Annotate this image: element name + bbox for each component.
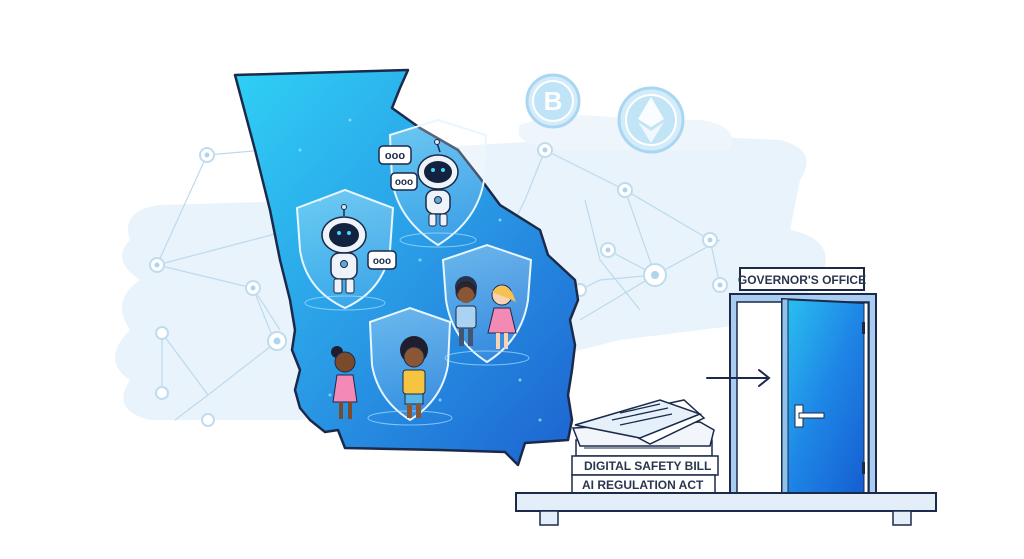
chat-bubble: ooo <box>367 250 397 270</box>
office-door[interactable] <box>729 293 877 495</box>
svg-text:ooo: ooo <box>395 177 413 188</box>
network-nodes <box>149 142 728 427</box>
book-ai-regulation-act: AI REGULATION ACT <box>571 474 716 495</box>
table <box>515 492 937 526</box>
svg-text:DIGITAL SAFETY BILL: DIGITAL SAFETY BILL <box>584 459 711 473</box>
chat-bubble: ooo <box>390 172 418 191</box>
book-digital-safety-bill: DIGITAL SAFETY BILL <box>571 455 719 476</box>
svg-text:AI REGULATION ACT: AI REGULATION ACT <box>582 478 704 492</box>
children-holding-hands <box>455 276 517 349</box>
girl-pink-dress <box>331 346 358 419</box>
bitcoin-symbol: B <box>544 86 563 116</box>
bitcoin-icon: B <box>525 73 581 129</box>
arrow-right-icon <box>706 369 771 387</box>
document-stack <box>571 399 715 457</box>
ethereum-icon <box>617 86 685 154</box>
chat-bubble: ooo <box>378 145 412 165</box>
robot-left <box>321 204 367 294</box>
door-handle[interactable] <box>794 404 825 428</box>
girl-yellow-shirt <box>400 336 428 418</box>
svg-text:ooo: ooo <box>385 150 405 162</box>
network-node-dots <box>154 147 723 345</box>
svg-text:GOVERNOR'S OFFICE: GOVERNOR'S OFFICE <box>738 273 866 287</box>
svg-text:ooo: ooo <box>373 256 391 267</box>
robot-top <box>417 139 459 227</box>
governors-office-sign: GOVERNOR'S OFFICE <box>738 267 866 291</box>
